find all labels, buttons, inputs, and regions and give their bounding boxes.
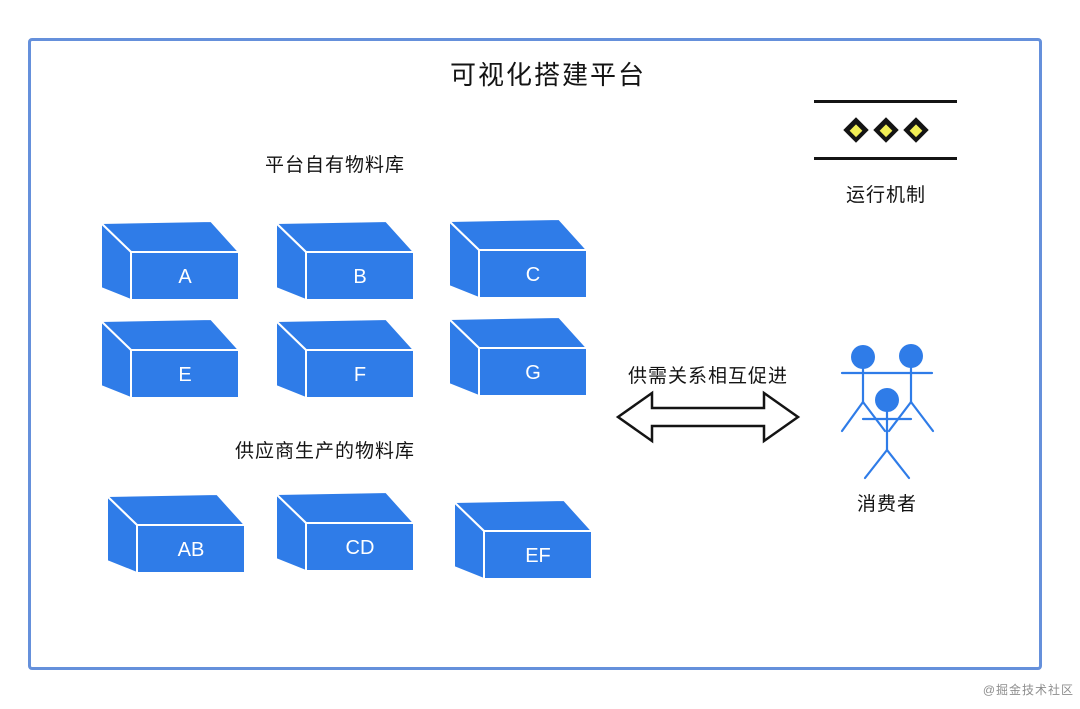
material-box-label: F [354, 364, 366, 386]
material-box-EF: EF [453, 499, 593, 580]
diamond-icon [842, 117, 869, 143]
platform-library-label: 平台自有物料库 [264, 155, 405, 176]
consumer-head [851, 345, 875, 369]
material-box-CD: CD [275, 491, 415, 572]
material-box-label: G [525, 362, 541, 384]
watermark: @掘金技术社区 [982, 683, 1074, 697]
diamond-icon [902, 117, 929, 143]
material-box-G: G [448, 316, 588, 397]
material-box-label: B [353, 266, 366, 288]
material-box-A: A [100, 220, 240, 301]
material-box-label: A [178, 266, 192, 288]
diamond-core [879, 123, 892, 137]
material-box-label: AB [178, 539, 205, 561]
material-box-label: E [178, 364, 191, 386]
consumer-label: 消费者 [856, 494, 917, 515]
relation-label: 供需关系相互促进 [627, 366, 788, 387]
material-box-F: F [275, 318, 415, 399]
material-box-label: CD [346, 537, 375, 559]
material-box-label: EF [525, 545, 551, 567]
material-box-C: C [448, 218, 588, 299]
consumer-head [875, 388, 899, 412]
consumers-icon [840, 344, 935, 480]
mechanism-bottom-line [814, 157, 957, 160]
material-box-label: C [526, 264, 540, 286]
diamond-icon [872, 117, 899, 143]
mechanism-diamonds [814, 117, 957, 143]
diamond-core [909, 123, 922, 137]
material-box-B: B [275, 220, 415, 301]
supplier-library-label: 供应商生产的物料库 [234, 441, 415, 462]
diamond-core [849, 123, 862, 137]
material-box-E: E [100, 318, 240, 399]
mechanism-label: 运行机制 [845, 185, 926, 206]
consumer-head [899, 344, 923, 368]
double-arrow-icon [615, 390, 801, 444]
material-box-AB: AB [106, 493, 246, 574]
page-title: 可视化搭建平台 [449, 60, 646, 90]
mechanism-top-line [814, 100, 957, 103]
